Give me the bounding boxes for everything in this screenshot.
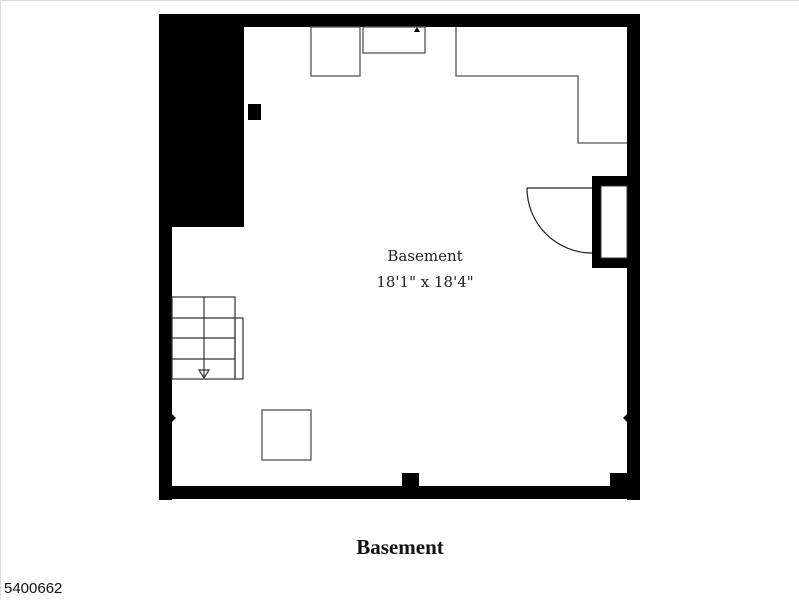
stairs-direction-arrow-icon: [197, 369, 211, 380]
exterior-walls: [159, 14, 640, 500]
column-post: [248, 104, 261, 120]
stairs-down: [171, 296, 244, 380]
floor-plan-title: Basement: [356, 535, 444, 559]
room-dimensions: 18'1" x 18'4": [376, 273, 474, 291]
window-right: [600, 185, 628, 259]
cabinet-top-center: [362, 26, 426, 54]
cabinet-top-left: [310, 26, 361, 77]
room-name: Basement: [387, 247, 463, 265]
appliance-square-bottom: [261, 409, 312, 461]
wall-marker-left-icon: [172, 414, 176, 422]
counter-l-shape: [455, 27, 627, 144]
listing-id: 5400662: [4, 580, 63, 597]
wall-marker-icon: [414, 27, 420, 32]
wall-marker-right-icon: [623, 414, 627, 422]
door-swing: [526, 187, 593, 254]
